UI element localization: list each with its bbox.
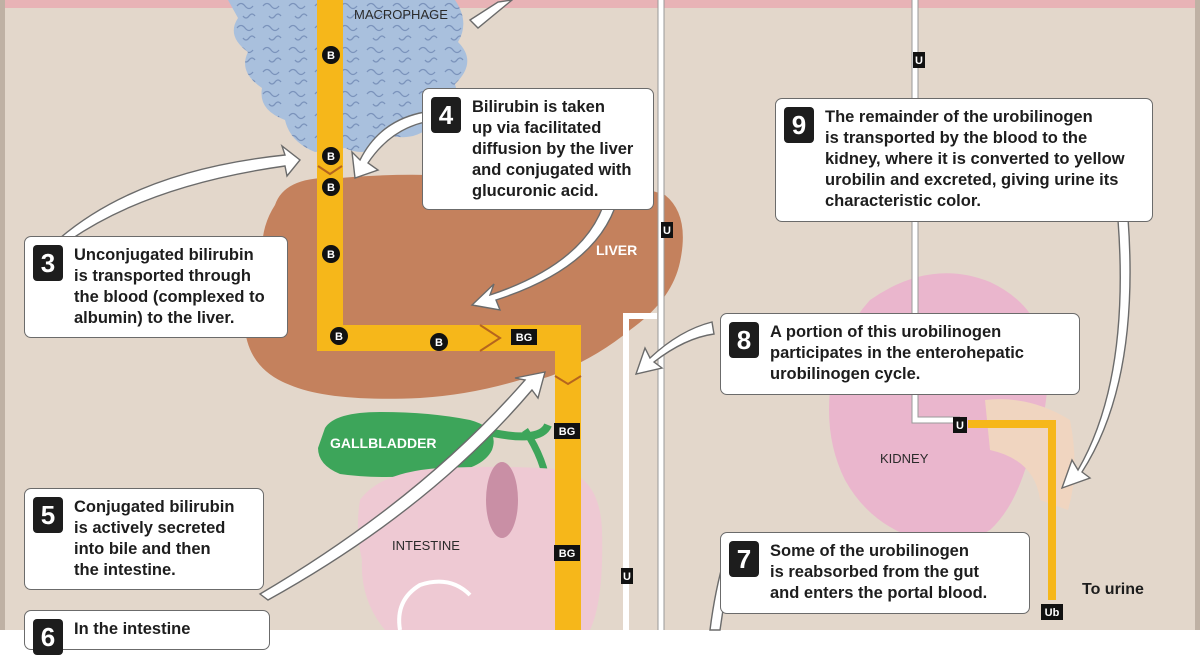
intestine-organ: [357, 466, 603, 630]
svg-text:B: B: [327, 151, 335, 163]
step-8-number: 8: [729, 322, 759, 358]
svg-text:BG: BG: [516, 332, 533, 344]
gallbladder-label: GALLBLADDER: [330, 435, 437, 451]
svg-text:Ub: Ub: [1045, 607, 1060, 619]
conjugated-bilirubin-badge: BG: [511, 329, 537, 345]
step-3-callout: 3 Unconjugated bilirubin is transported …: [24, 236, 288, 338]
bilirubin-badge: B: [322, 147, 340, 165]
macrophage-cell: [228, 0, 468, 152]
step-6-text: In the intestine: [74, 620, 191, 638]
step-7-callout: 7 Some of the urobilinogen is reabsorbed…: [720, 532, 1030, 614]
step-9-text: The remainder of the urobilinogen is tra…: [825, 108, 1125, 210]
svg-text:U: U: [915, 55, 923, 67]
bilirubin-badge: B: [330, 327, 348, 345]
svg-text:U: U: [663, 225, 671, 237]
bilirubin-badge: B: [322, 46, 340, 64]
bilirubin-badge: B: [430, 333, 448, 351]
step-4-text: Bilirubin is taken up via facilitated di…: [472, 98, 634, 200]
step-5-number: 5: [33, 497, 63, 533]
step-3-text: Unconjugated bilirubin is transported th…: [74, 246, 265, 327]
conjugated-bilirubin-badge: BG: [554, 545, 580, 561]
step-5-callout: 5 Conjugated bilirubin is actively secre…: [24, 488, 264, 590]
top-band: [0, 0, 1200, 8]
step-6-number: 6: [33, 619, 63, 655]
step-8-text: A portion of this urobilinogen participa…: [770, 323, 1024, 383]
step-5-text: Conjugated bilirubin is actively secrete…: [74, 498, 235, 579]
urobilinogen-badge: U: [661, 222, 673, 238]
urobilinogen-badge: U: [621, 568, 633, 584]
step-7-text: Some of the urobilinogen is reabsorbed f…: [770, 542, 988, 602]
svg-text:B: B: [435, 337, 443, 349]
step-4-callout: 4 Bilirubin is taken up via facilitated …: [422, 88, 654, 210]
liver-label: LIVER: [596, 242, 637, 258]
step-3-number: 3: [33, 245, 63, 281]
bilirubin-badge: B: [322, 178, 340, 196]
bilirubin-badge: B: [322, 245, 340, 263]
svg-text:B: B: [327, 249, 335, 261]
step-9-callout: 9 The remainder of the urobilinogen is t…: [775, 98, 1153, 222]
svg-text:B: B: [327, 50, 335, 62]
to-urine-label: To urine: [1082, 581, 1144, 598]
step-8-callout: 8 A portion of this urobilinogen partici…: [720, 313, 1080, 395]
svg-text:BG: BG: [559, 548, 576, 560]
step-7-number: 7: [729, 541, 759, 577]
svg-text:U: U: [623, 571, 631, 583]
urobilin-pathway: [968, 420, 1056, 600]
step-6-callout: 6 In the intestine: [24, 610, 270, 655]
svg-text:B: B: [335, 331, 343, 343]
svg-text:B: B: [327, 182, 335, 194]
urobilinogen-badge: U: [953, 417, 967, 433]
macrophage-label: MACROPHAGE: [354, 7, 448, 22]
step-4-number: 4: [431, 97, 461, 133]
kidney-label: KIDNEY: [880, 451, 929, 466]
svg-text:BG: BG: [559, 426, 576, 438]
conjugated-bilirubin-badge: BG: [554, 423, 580, 439]
svg-text:U: U: [956, 420, 964, 432]
urobilinogen-badge: U: [913, 52, 925, 68]
intestine-label: INTESTINE: [392, 538, 460, 553]
urobilin-badge: Ub: [1041, 604, 1063, 620]
step-9-number: 9: [784, 107, 814, 143]
